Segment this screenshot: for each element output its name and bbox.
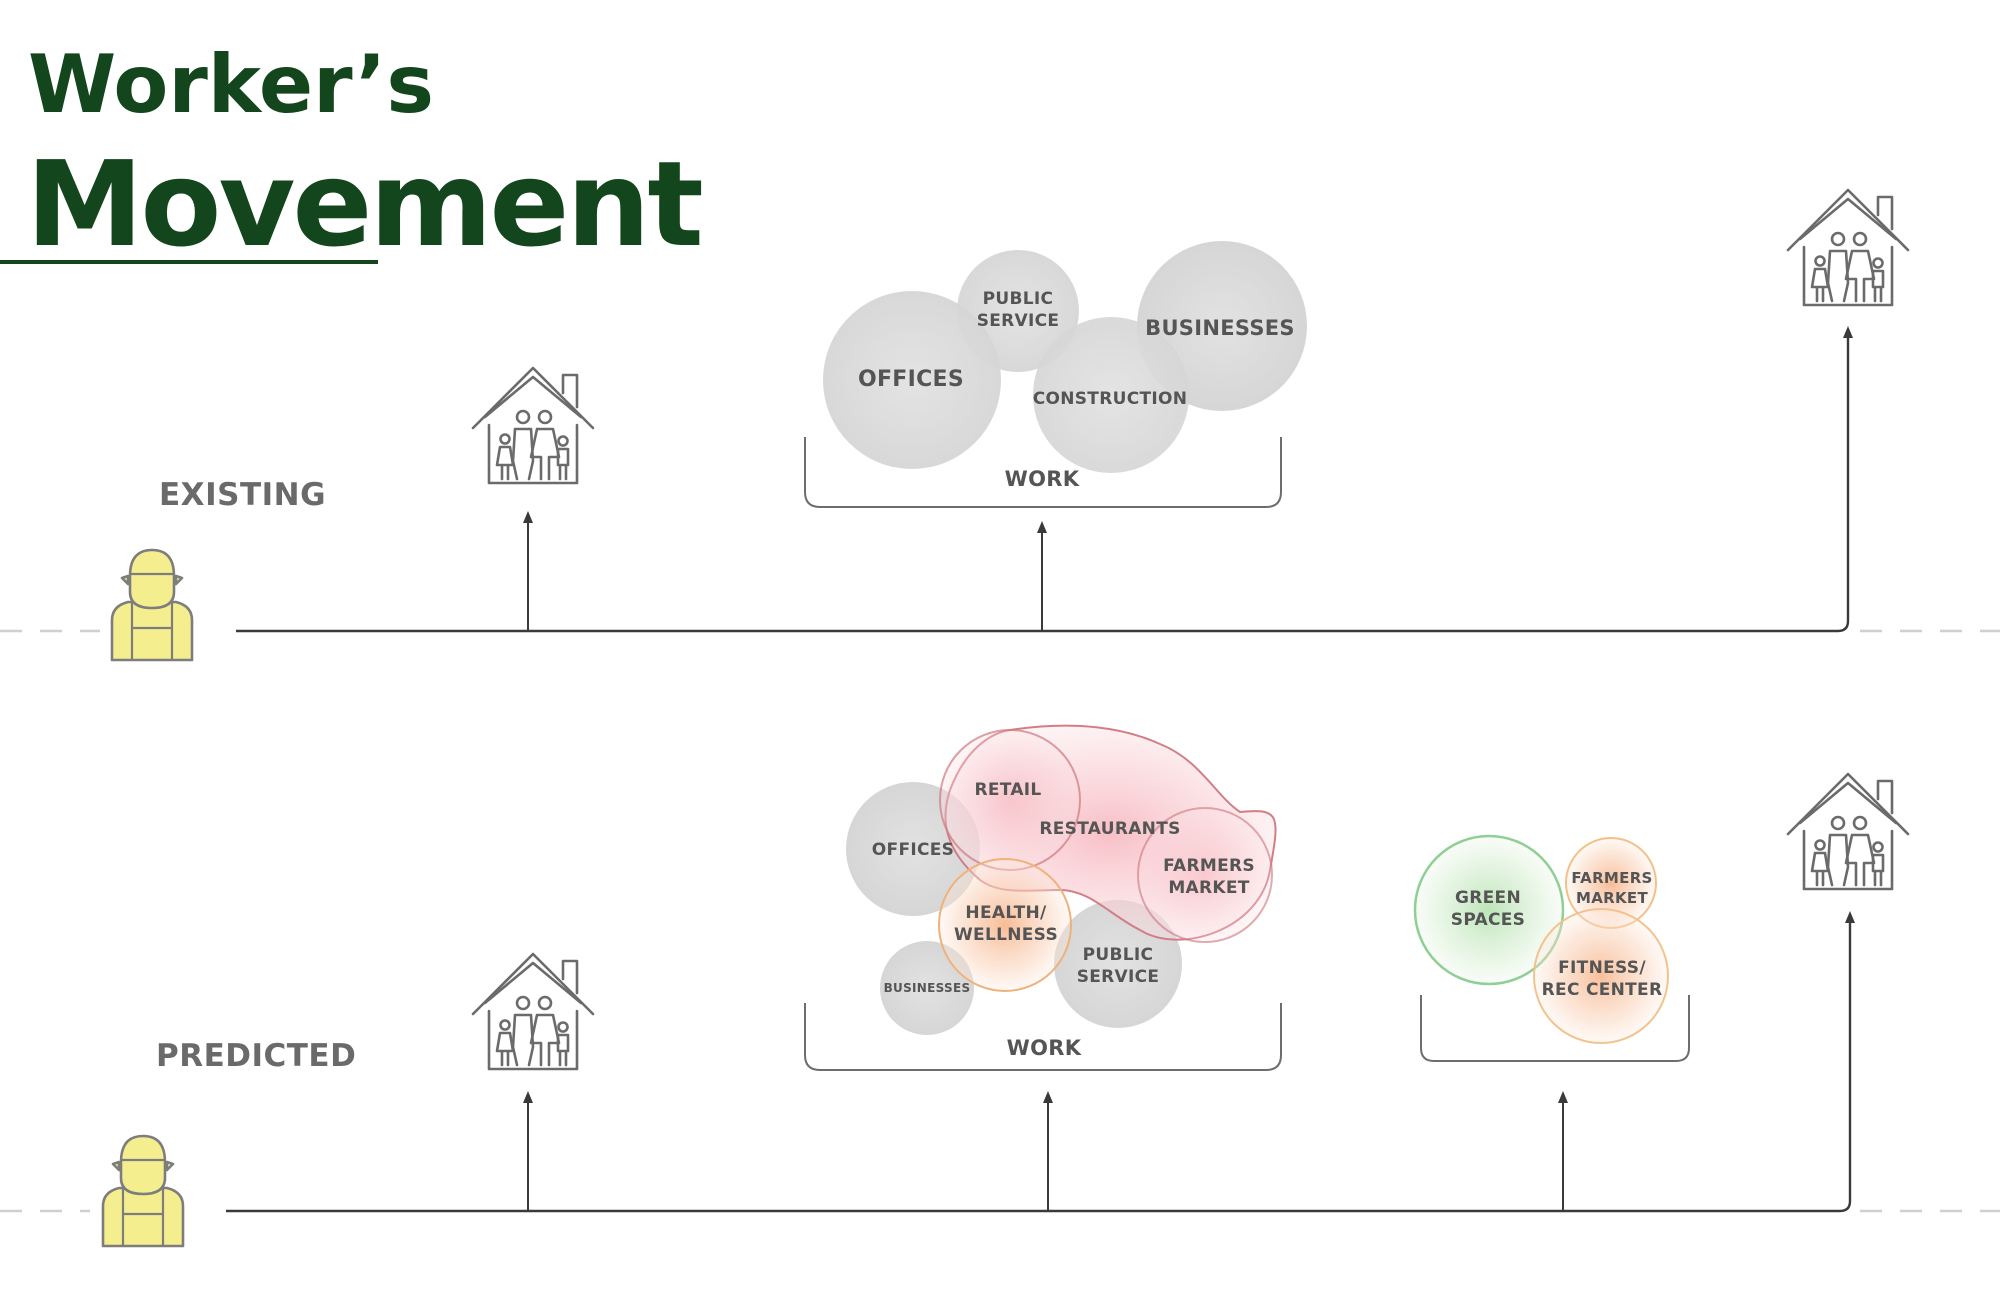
bubble-offices: [823, 291, 1001, 469]
bubble-public-service-label-2: SERVICE: [977, 311, 1060, 331]
bubble-health-wellness: [938, 858, 1072, 992]
predicted-work-cluster: RETAIL RESTAURANTS FARMERS MARKET OFFICE…: [846, 724, 1277, 1035]
bubble-businesses-predicted: [880, 941, 974, 1035]
title-line-2: Movement: [26, 135, 701, 273]
existing-arrowhead-home-right: [1843, 326, 1853, 338]
family-house-icon: [471, 952, 595, 1071]
worker-icon: [110, 548, 194, 662]
bubble-public-service-predicted-label-1: PUBLIC: [1083, 945, 1154, 965]
predicted-arrowhead-home-right: [1845, 911, 1855, 923]
bubble-businesses-predicted-label: BUSINESSES: [884, 981, 971, 995]
predicted-timeline: [226, 920, 1852, 1213]
bubble-health-label-1: HEALTH/: [965, 903, 1047, 923]
bubble-health-label-2: WELLNESS: [954, 925, 1058, 945]
bubble-retail-label: RETAIL: [974, 780, 1041, 800]
bubble-construction-label: CONSTRUCTION: [1033, 389, 1188, 409]
bubble-restaurants-label: RESTAURANTS: [1039, 819, 1180, 839]
bubble-public-service-label-1: PUBLIC: [983, 289, 1054, 309]
bubble-green-spaces-label-1: GREEN: [1455, 888, 1521, 908]
bubble-public-service-predicted-label-2: SERVICE: [1077, 967, 1160, 987]
bubble-farmers-market-leisure-label-2: MARKET: [1576, 889, 1648, 907]
bubble-green-spaces-label-2: SPACES: [1451, 910, 1525, 930]
predicted-leisure-bracket: [1420, 995, 1690, 1062]
family-house-icon: [1786, 188, 1910, 307]
predicted-work-label: WORK: [1007, 1036, 1082, 1060]
predicted-work-bracket: [804, 1003, 1282, 1071]
predicted-leisure-cluster: GREEN SPACES FARMERS MARKET FITNESS/ REC…: [1413, 834, 1669, 1044]
existing-work-bracket: [804, 437, 1282, 508]
bubble-farmers-market-label-1: FARMERS: [1163, 856, 1255, 876]
bubble-businesses-label: BUSINESSES: [1145, 316, 1295, 340]
bubble-fitness-rec-center: [1533, 908, 1669, 1044]
existing-work-label: WORK: [1005, 467, 1080, 491]
bubble-fitness-label-2: REC CENTER: [1542, 980, 1663, 1000]
existing-work-cluster: BUSINESSES PUBLIC SERVICE OFFICES CONSTR…: [823, 241, 1307, 473]
title-line-1: Worker’s: [28, 38, 434, 131]
existing-label: EXISTING: [159, 477, 326, 513]
bubble-construction: [1033, 317, 1189, 473]
existing-timeline: [236, 335, 1850, 633]
bubble-fitness-label-1: FITNESS/: [1558, 958, 1646, 978]
bubble-green-spaces: [1413, 834, 1565, 986]
predicted-label: PREDICTED: [156, 1038, 356, 1074]
family-house-icon: [1786, 772, 1910, 891]
bubble-offices-label: OFFICES: [858, 367, 964, 392]
family-house-icon: [471, 366, 595, 485]
worker-icon: [101, 1134, 185, 1248]
bubble-farmers-market-label-2: MARKET: [1168, 878, 1249, 898]
bubble-farmers-market-leisure-label-1: FARMERS: [1571, 869, 1652, 887]
bubble-offices-predicted-label: OFFICES: [872, 840, 954, 860]
